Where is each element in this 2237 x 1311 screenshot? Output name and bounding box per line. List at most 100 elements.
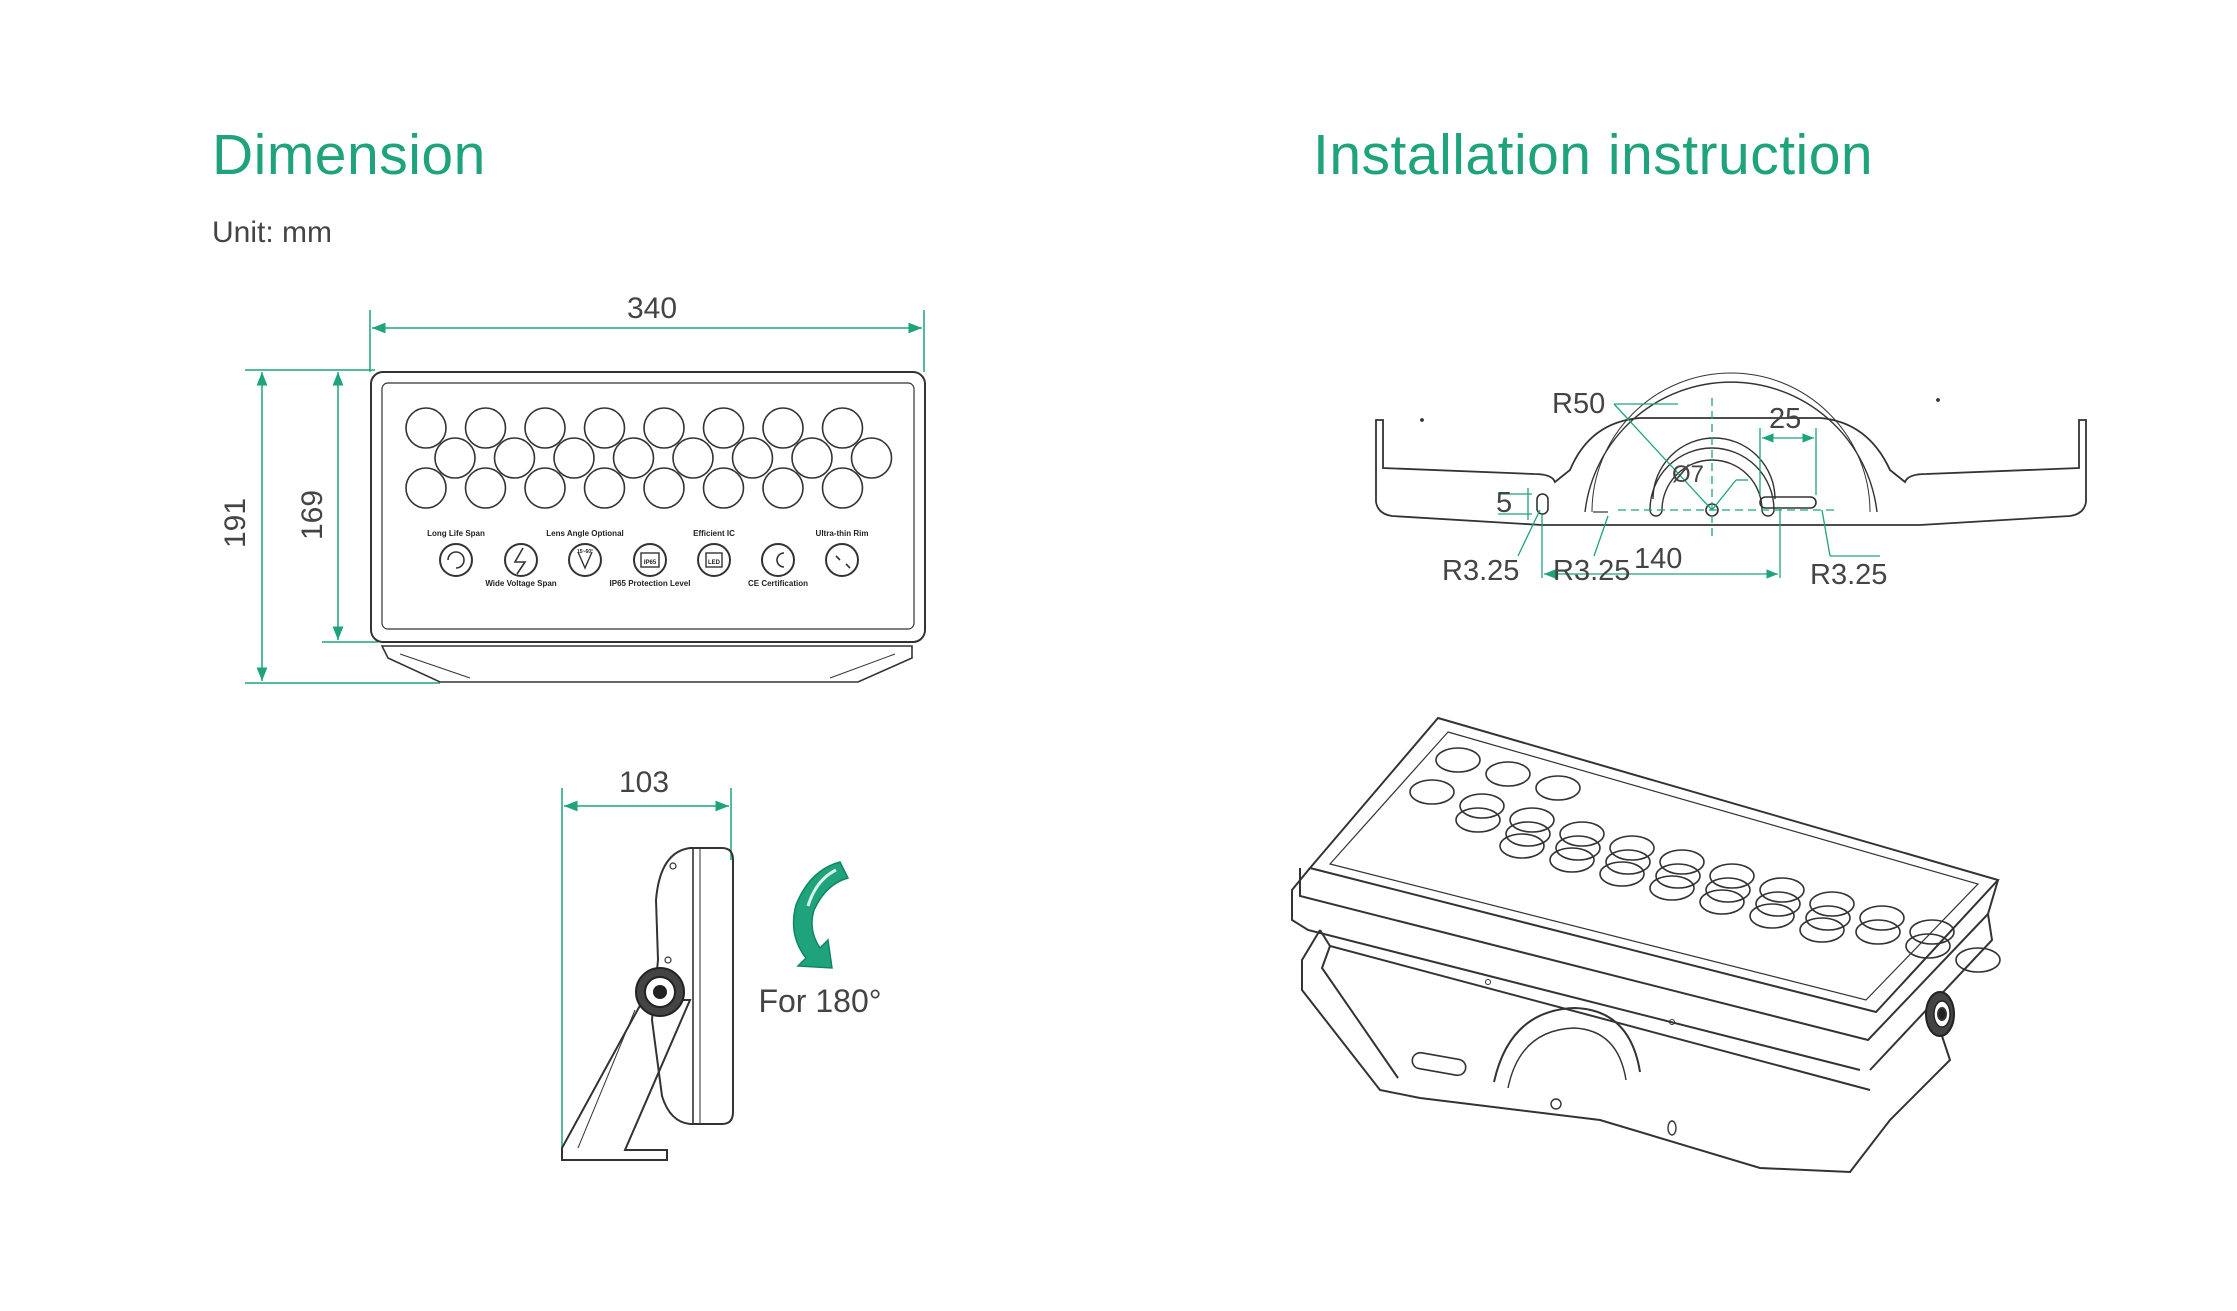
led-lens: [405, 467, 447, 509]
slot-radius-mid-label: R3.25: [1553, 555, 1630, 587]
iso-led-array: [1409, 747, 2001, 973]
led-lens: [702, 407, 745, 449]
led-lens: [821, 467, 864, 509]
iso-led-lens: [1799, 917, 1845, 943]
adjust-knob: [635, 967, 685, 1017]
iso-led-lens: [1609, 835, 1655, 861]
feature-wide-voltage: Wide Voltage Span: [485, 579, 556, 588]
led-lens: [702, 467, 745, 509]
iso-led-lens: [1859, 905, 1905, 931]
led-lens: [434, 437, 476, 479]
feature-ce: CE Certification: [748, 579, 808, 588]
slot-radius-left-label: R3.25: [1442, 555, 1519, 587]
ce-icon: [761, 543, 795, 577]
led-lens: [643, 467, 685, 509]
iso-led-lens: [1655, 863, 1701, 889]
iso-led-lens: [1749, 903, 1795, 929]
dimension-heading: Dimension: [212, 123, 486, 187]
depth-label: 103: [619, 766, 669, 799]
iso-led-lens: [1805, 905, 1851, 931]
feature-efficient-ic: Efficient IC: [693, 529, 735, 538]
iso-led-lens: [1659, 849, 1705, 875]
led-lens: [524, 467, 566, 509]
iso-led-lens: [1809, 891, 1855, 917]
iso-led-lens: [1555, 835, 1601, 861]
isometric-view: [1291, 716, 2001, 1174]
side-view: 103 For 180°: [561, 766, 882, 1161]
height-body-label: 169: [296, 490, 329, 540]
iso-led-lens: [1649, 875, 1695, 901]
bracket-arc: [1584, 381, 1878, 513]
ip65-icon: [633, 543, 667, 577]
iso-led-lens: [1559, 821, 1605, 847]
led-lens: [553, 437, 595, 479]
slot-width-label: 5: [1496, 487, 1512, 519]
iso-led-lens: [1409, 779, 1455, 805]
iso-led-lens: [1455, 807, 1501, 833]
led-lens: [493, 437, 536, 479]
hole-dia-label: Ø7: [1672, 461, 1704, 488]
iso-led-lens: [1509, 807, 1555, 833]
slot-radius-right-label: R3.25: [1810, 559, 1887, 591]
fixture-front-inner: [381, 382, 915, 630]
led-lens: [612, 437, 655, 479]
led-lens: [791, 437, 833, 479]
iso-led-lens: [1535, 775, 1581, 801]
iso-rim: [1291, 867, 1999, 1071]
width-label: 340: [627, 292, 677, 325]
led-lens: [583, 467, 626, 509]
height-total-label: 191: [219, 498, 252, 548]
fixture-front-outer: [370, 371, 926, 643]
iso-bracket: [1301, 929, 1952, 1174]
chip-icon: [697, 543, 731, 577]
installation-heading: Installation instruction: [1313, 123, 1874, 187]
voltage-icon: [504, 543, 538, 577]
bracket-left-slot: [1536, 493, 1549, 515]
led-lens: [762, 407, 804, 449]
led-lens: [405, 407, 447, 449]
rotation-arrow-icon: [792, 861, 850, 969]
unit-label: Unit: mm: [212, 216, 332, 249]
feature-long-life: Long Life Span: [427, 529, 485, 538]
iso-led-lens: [1499, 833, 1545, 859]
led-lens: [672, 437, 714, 479]
led-lens: [524, 407, 566, 449]
hole-spacing-label: 140: [1634, 543, 1682, 575]
led-lens: [583, 407, 626, 449]
iso-led-lens: [1755, 891, 1801, 917]
bracket-labels: R50 Ø7 25 5 140 R3.25 R3.25 R3.25: [1442, 388, 1887, 591]
iso-led-lens: [1605, 849, 1651, 875]
long-life-icon: [439, 543, 473, 577]
iso-led-lens: [1709, 863, 1755, 889]
slot-length-label: 25: [1769, 403, 1801, 435]
iso-led-lens: [1485, 761, 1531, 787]
feature-lens-angle: Lens Angle Optional: [546, 529, 623, 538]
fixture-front-bracket: [380, 645, 913, 683]
radius-arc-label: R50: [1552, 388, 1605, 420]
iso-led-lens: [1905, 933, 1951, 959]
feature-ip65: IP65 Protection Level: [610, 579, 691, 588]
led-lens: [762, 467, 804, 509]
led-lens: [731, 437, 774, 479]
iso-led-lens: [1459, 793, 1505, 819]
bracket-view: [1375, 372, 2087, 526]
iso-led-lens: [1705, 877, 1751, 903]
iso-led-lens: [1549, 847, 1595, 873]
feature-icons: [439, 543, 859, 577]
iso-led-lens: [1855, 919, 1901, 945]
rotation-note: For 180°: [758, 983, 881, 1019]
front-view: 340 191 169: [219, 292, 926, 684]
led-lens: [464, 467, 507, 509]
iso-knob: [1925, 991, 1955, 1037]
led-array: [405, 407, 893, 509]
iso-led-lens: [1759, 877, 1805, 903]
side-housing: [650, 847, 734, 1125]
feature-ultra-thin: Ultra-thin Rim: [816, 529, 869, 538]
iso-led-lens: [1699, 889, 1745, 915]
led-lens: [850, 437, 893, 479]
icon-text-ic: LED: [708, 560, 721, 566]
icon-text-angle: 15~60°: [577, 549, 593, 555]
icon-text-ip: IP65: [644, 560, 657, 566]
led-lens: [464, 407, 507, 449]
